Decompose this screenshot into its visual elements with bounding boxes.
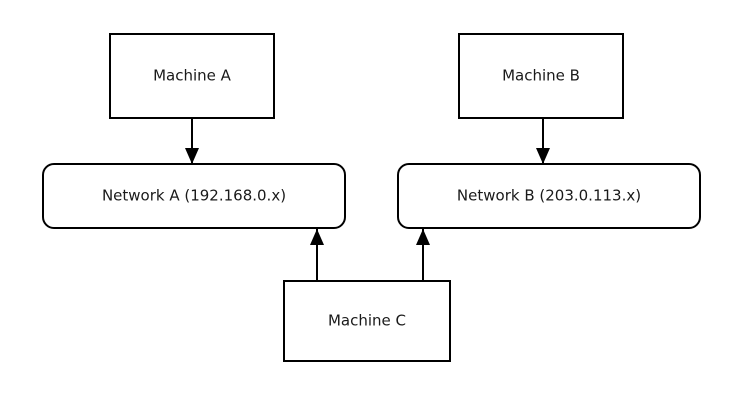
edge-layer: [185, 118, 550, 281]
node-box[interactable]: [109, 33, 275, 119]
node-label: Network A (192.168.0.x): [102, 187, 286, 205]
arrowhead-icon: [185, 148, 199, 164]
node-box[interactable]: [42, 163, 346, 229]
node-label: Network B (203.0.113.x): [457, 187, 641, 205]
edge-machine-c-to-network-b: [416, 229, 430, 281]
node-machine-a[interactable]: Machine A: [109, 33, 275, 119]
node-box[interactable]: [458, 33, 624, 119]
node-network-a[interactable]: Network A (192.168.0.x): [42, 163, 346, 229]
node-box[interactable]: [397, 163, 701, 229]
node-machine-b[interactable]: Machine B: [458, 33, 624, 119]
node-label: Machine A: [153, 67, 232, 85]
edge-machine-b-to-network-b: [536, 118, 550, 164]
node-label: Machine B: [502, 67, 580, 85]
node-box[interactable]: [283, 280, 451, 362]
node-layer: Machine A Machine B Network A (192.168.0…: [42, 33, 701, 362]
edge-machine-a-to-network-a: [185, 118, 199, 164]
arrowhead-icon: [416, 229, 430, 245]
arrowhead-icon: [536, 148, 550, 164]
node-machine-c[interactable]: Machine C: [283, 280, 451, 362]
arrowhead-icon: [310, 229, 324, 245]
node-label: Machine C: [328, 312, 406, 330]
edge-machine-c-to-network-a: [310, 229, 324, 281]
node-network-b[interactable]: Network B (203.0.113.x): [397, 163, 701, 229]
